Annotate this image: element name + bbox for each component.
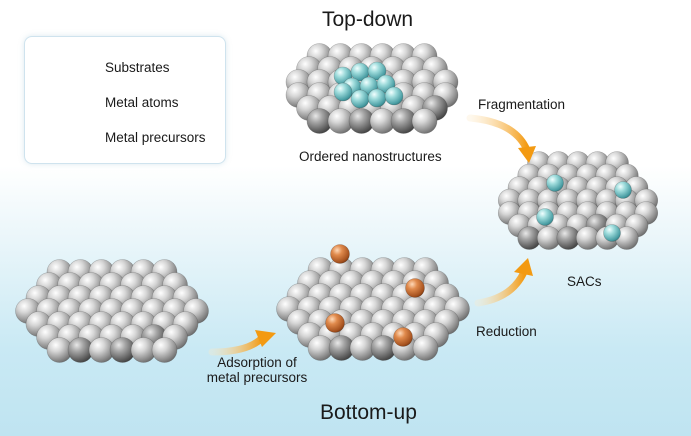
substrate-atom (151, 337, 178, 363)
legend-label-metal-atoms: Metal atoms (105, 95, 179, 110)
legend (24, 36, 226, 164)
metal-atom (536, 208, 554, 226)
metal-layer (50, 61, 632, 347)
arrow-reduction (474, 268, 528, 307)
label-fragmentation: Fragmentation (478, 97, 566, 112)
legend-label-substrates: Substrates (105, 60, 170, 75)
metal-precursor (393, 327, 413, 347)
arrow-fragmentation (466, 114, 531, 154)
arrow-adsorption-head (255, 330, 276, 347)
metal-atom (367, 88, 387, 108)
arrow-adsorption (208, 334, 266, 356)
label-adsorption-line1: Adsorption of (217, 355, 297, 370)
label-reduction: Reduction (476, 324, 537, 339)
metal-atom (546, 174, 564, 192)
arrow-reduction-head (514, 258, 533, 276)
label-adsorption-line2: metal precursors (206, 370, 308, 385)
substrate-atom (412, 335, 439, 361)
title-bottom-up: Bottom-up (320, 401, 417, 424)
label-ordered-nanostructures: Ordered nanostructures (299, 149, 442, 164)
metal-atom (603, 224, 621, 242)
metal-atom (350, 89, 370, 109)
metal-precursor (405, 278, 425, 298)
legend-label-metal-precursors: Metal precursors (105, 130, 206, 145)
arrow-fragmentation-head (518, 146, 536, 163)
metal-atom (367, 61, 387, 81)
substrate-atom (411, 108, 438, 134)
metal-precursor (325, 313, 345, 333)
metal-atom (333, 82, 353, 102)
title-top-down: Top-down (322, 8, 414, 31)
label-adsorption: Adsorption of metal precursors (192, 355, 322, 385)
metal-atom (614, 181, 632, 199)
metal-precursor (330, 244, 350, 264)
label-sacs: SACs (567, 274, 602, 289)
metal-atom (384, 86, 404, 106)
